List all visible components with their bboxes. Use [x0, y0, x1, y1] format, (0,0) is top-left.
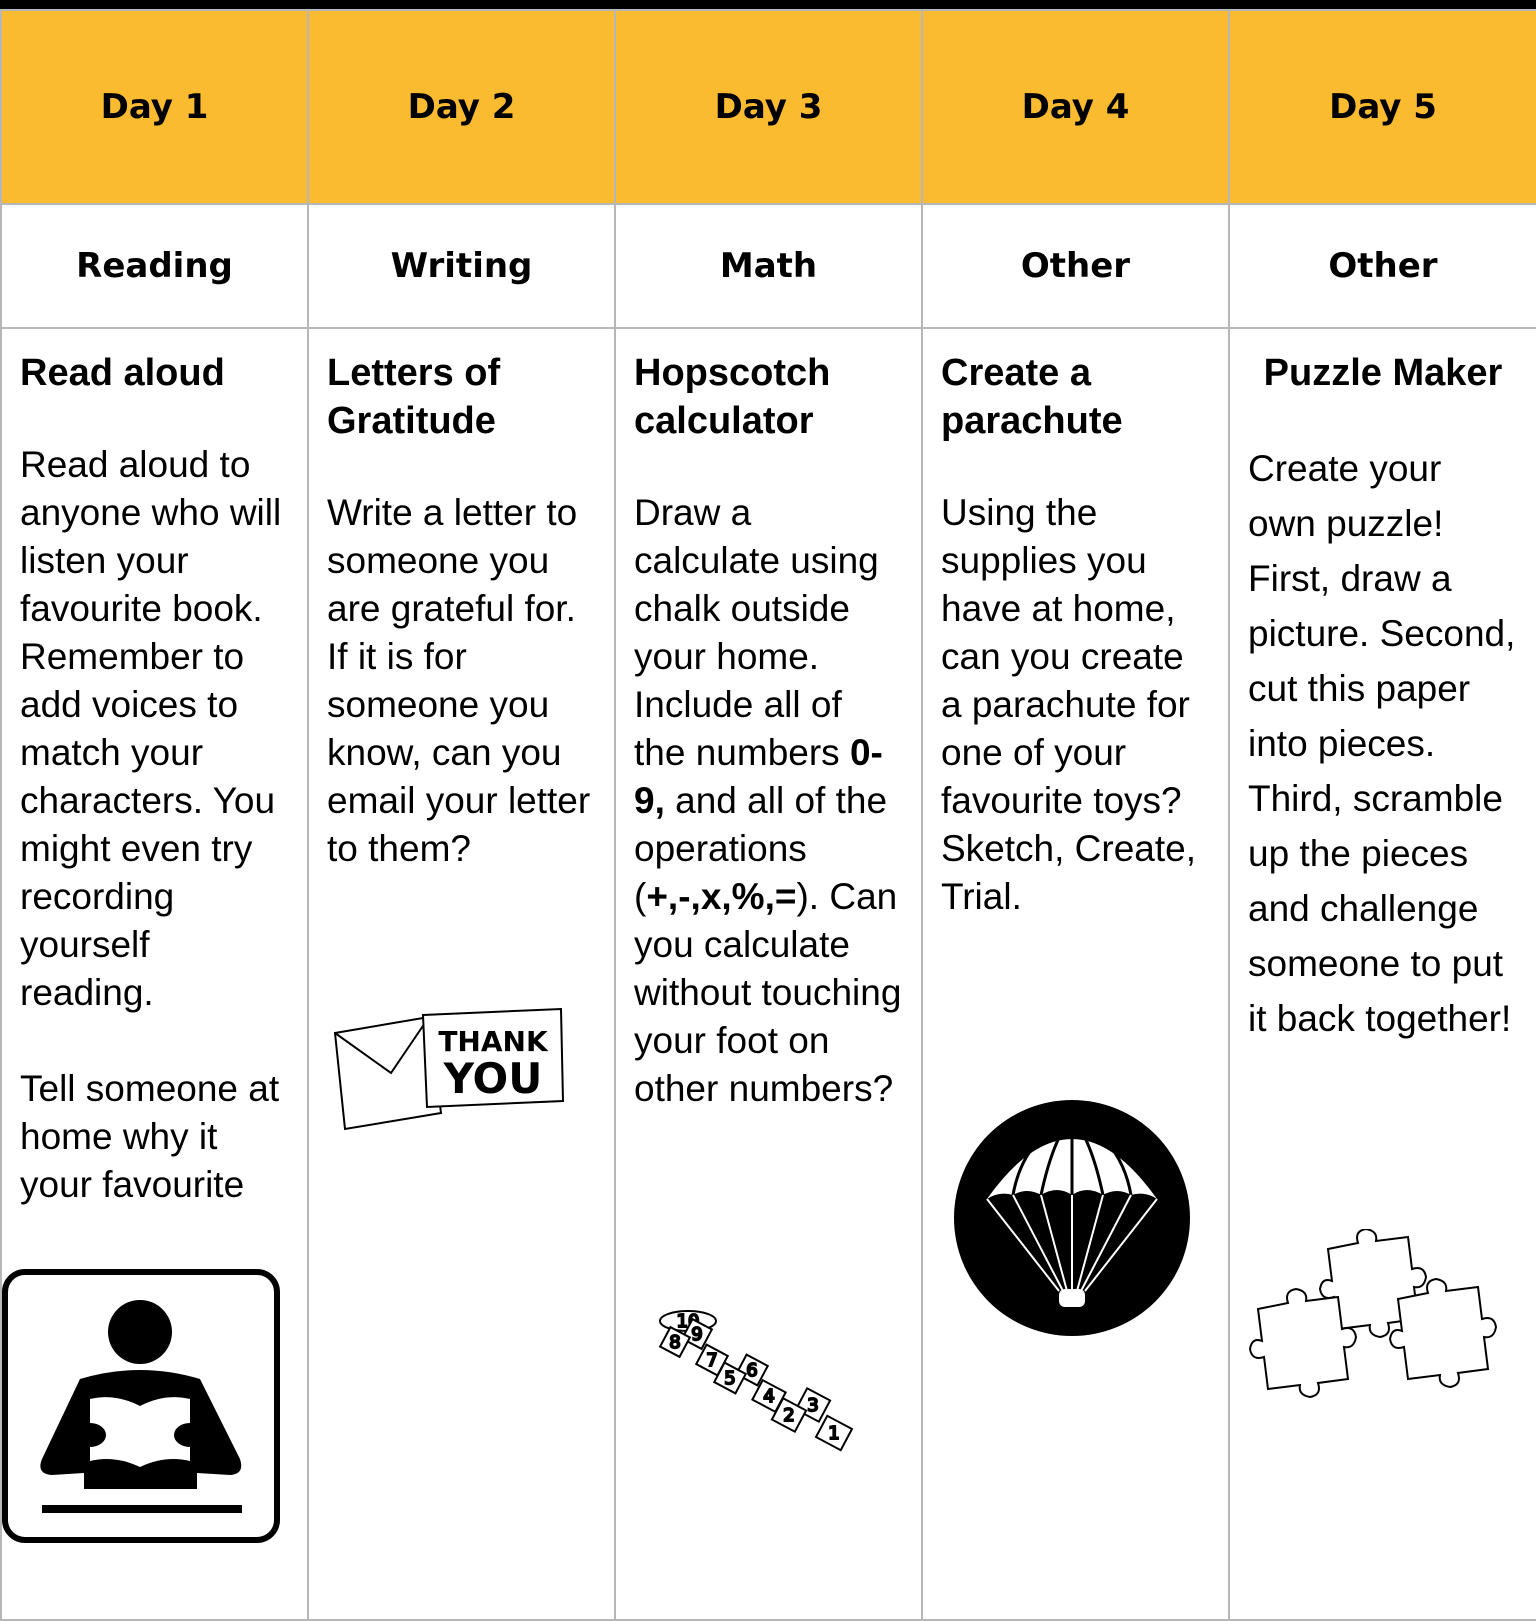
card-text-thank: THANK: [438, 1025, 549, 1058]
subject-label: Math: [614, 203, 923, 329]
day-header-row: Day 1 Day 2 Day 3 Day 4 Day 5: [0, 9, 1536, 205]
hopscotch-number: 5: [724, 1368, 735, 1389]
day-header: Day 5: [1228, 9, 1536, 205]
thank-you-card-icon: THANK YOU: [333, 1007, 565, 1131]
day-header: Day 3: [614, 9, 923, 205]
activity-title: Puzzle Maker: [1263, 352, 1503, 394]
activity-title: Letters of Gratitude: [327, 352, 501, 442]
activity-cell-day1: Read aloud Read aloud to anyone who will…: [0, 327, 309, 1621]
activity-description: Create your own puzzle! First, draw a pi…: [1248, 448, 1516, 1039]
day-header: Day 1: [0, 9, 309, 205]
description-operations: +,-,x,%,=: [646, 876, 797, 917]
activity-cell-day3: Hopscotch calculator Draw a calculate us…: [614, 327, 923, 1621]
activity-description: Using the supplies you have at home, can…: [941, 492, 1197, 917]
description-text: and all of the operations (: [634, 780, 888, 917]
activity-cell-day5: Puzzle Maker Create your own puzzle! Fir…: [1228, 327, 1536, 1621]
activity-row: Read aloud Read aloud to anyone who will…: [0, 327, 1536, 1621]
subject-label: Other: [1228, 203, 1536, 329]
hopscotch-number: 3: [807, 1395, 818, 1416]
activity-cell-day2: Letters of Gratitude Write a letter to s…: [307, 327, 616, 1621]
activity-description-extra: Tell someone at home why it your favouri…: [20, 1068, 280, 1205]
description-text: ). Can you calculate without touching yo…: [634, 876, 902, 1109]
subject-label: Reading: [0, 203, 309, 329]
day-header: Day 2: [307, 9, 616, 205]
hopscotch-number: 9: [691, 1324, 702, 1345]
subject-label: Writing: [307, 203, 616, 329]
weekly-plan-table: Day 1 Day 2 Day 3 Day 4 Day 5 Reading Wr…: [0, 9, 1536, 1621]
activity-description: Draw a calculate using chalk outside you…: [634, 489, 903, 1113]
activity-title: Create a parachute: [941, 352, 1123, 442]
person-reading-icon: [2, 1269, 280, 1543]
activity-description: Read aloud to anyone who will listen you…: [20, 444, 282, 1013]
activity-description: Write a letter to someone you are gratef…: [327, 492, 591, 869]
hopscotch-number: 1: [828, 1423, 839, 1444]
subject-row: Reading Writing Math Other Other: [0, 203, 1536, 329]
subject-label: Other: [921, 203, 1230, 329]
hopscotch-number: 7: [706, 1350, 717, 1371]
parachute-icon: [954, 1100, 1190, 1336]
activity-title: Read aloud: [20, 352, 225, 394]
hopscotch-number: 6: [746, 1360, 757, 1381]
card-text-you: YOU: [443, 1054, 543, 1103]
puzzle-pieces-icon: [1248, 1229, 1498, 1399]
description-numbers: 0-9,: [634, 732, 883, 821]
activity-title: Hopscotch calculator: [634, 352, 831, 442]
hopscotch-number: 2: [783, 1405, 794, 1426]
top-border: [0, 0, 1536, 9]
hopscotch-number: 4: [763, 1386, 774, 1407]
day-header: Day 4: [921, 9, 1230, 205]
description-text: Draw a calculate using chalk outside you…: [634, 492, 879, 773]
hopscotch-number: 8: [669, 1332, 680, 1353]
hopscotch-icon: 10 9 8 7 6 5 4 3: [658, 1310, 854, 1452]
activity-cell-day4: Create a parachute Using the supplies yo…: [921, 327, 1230, 1621]
